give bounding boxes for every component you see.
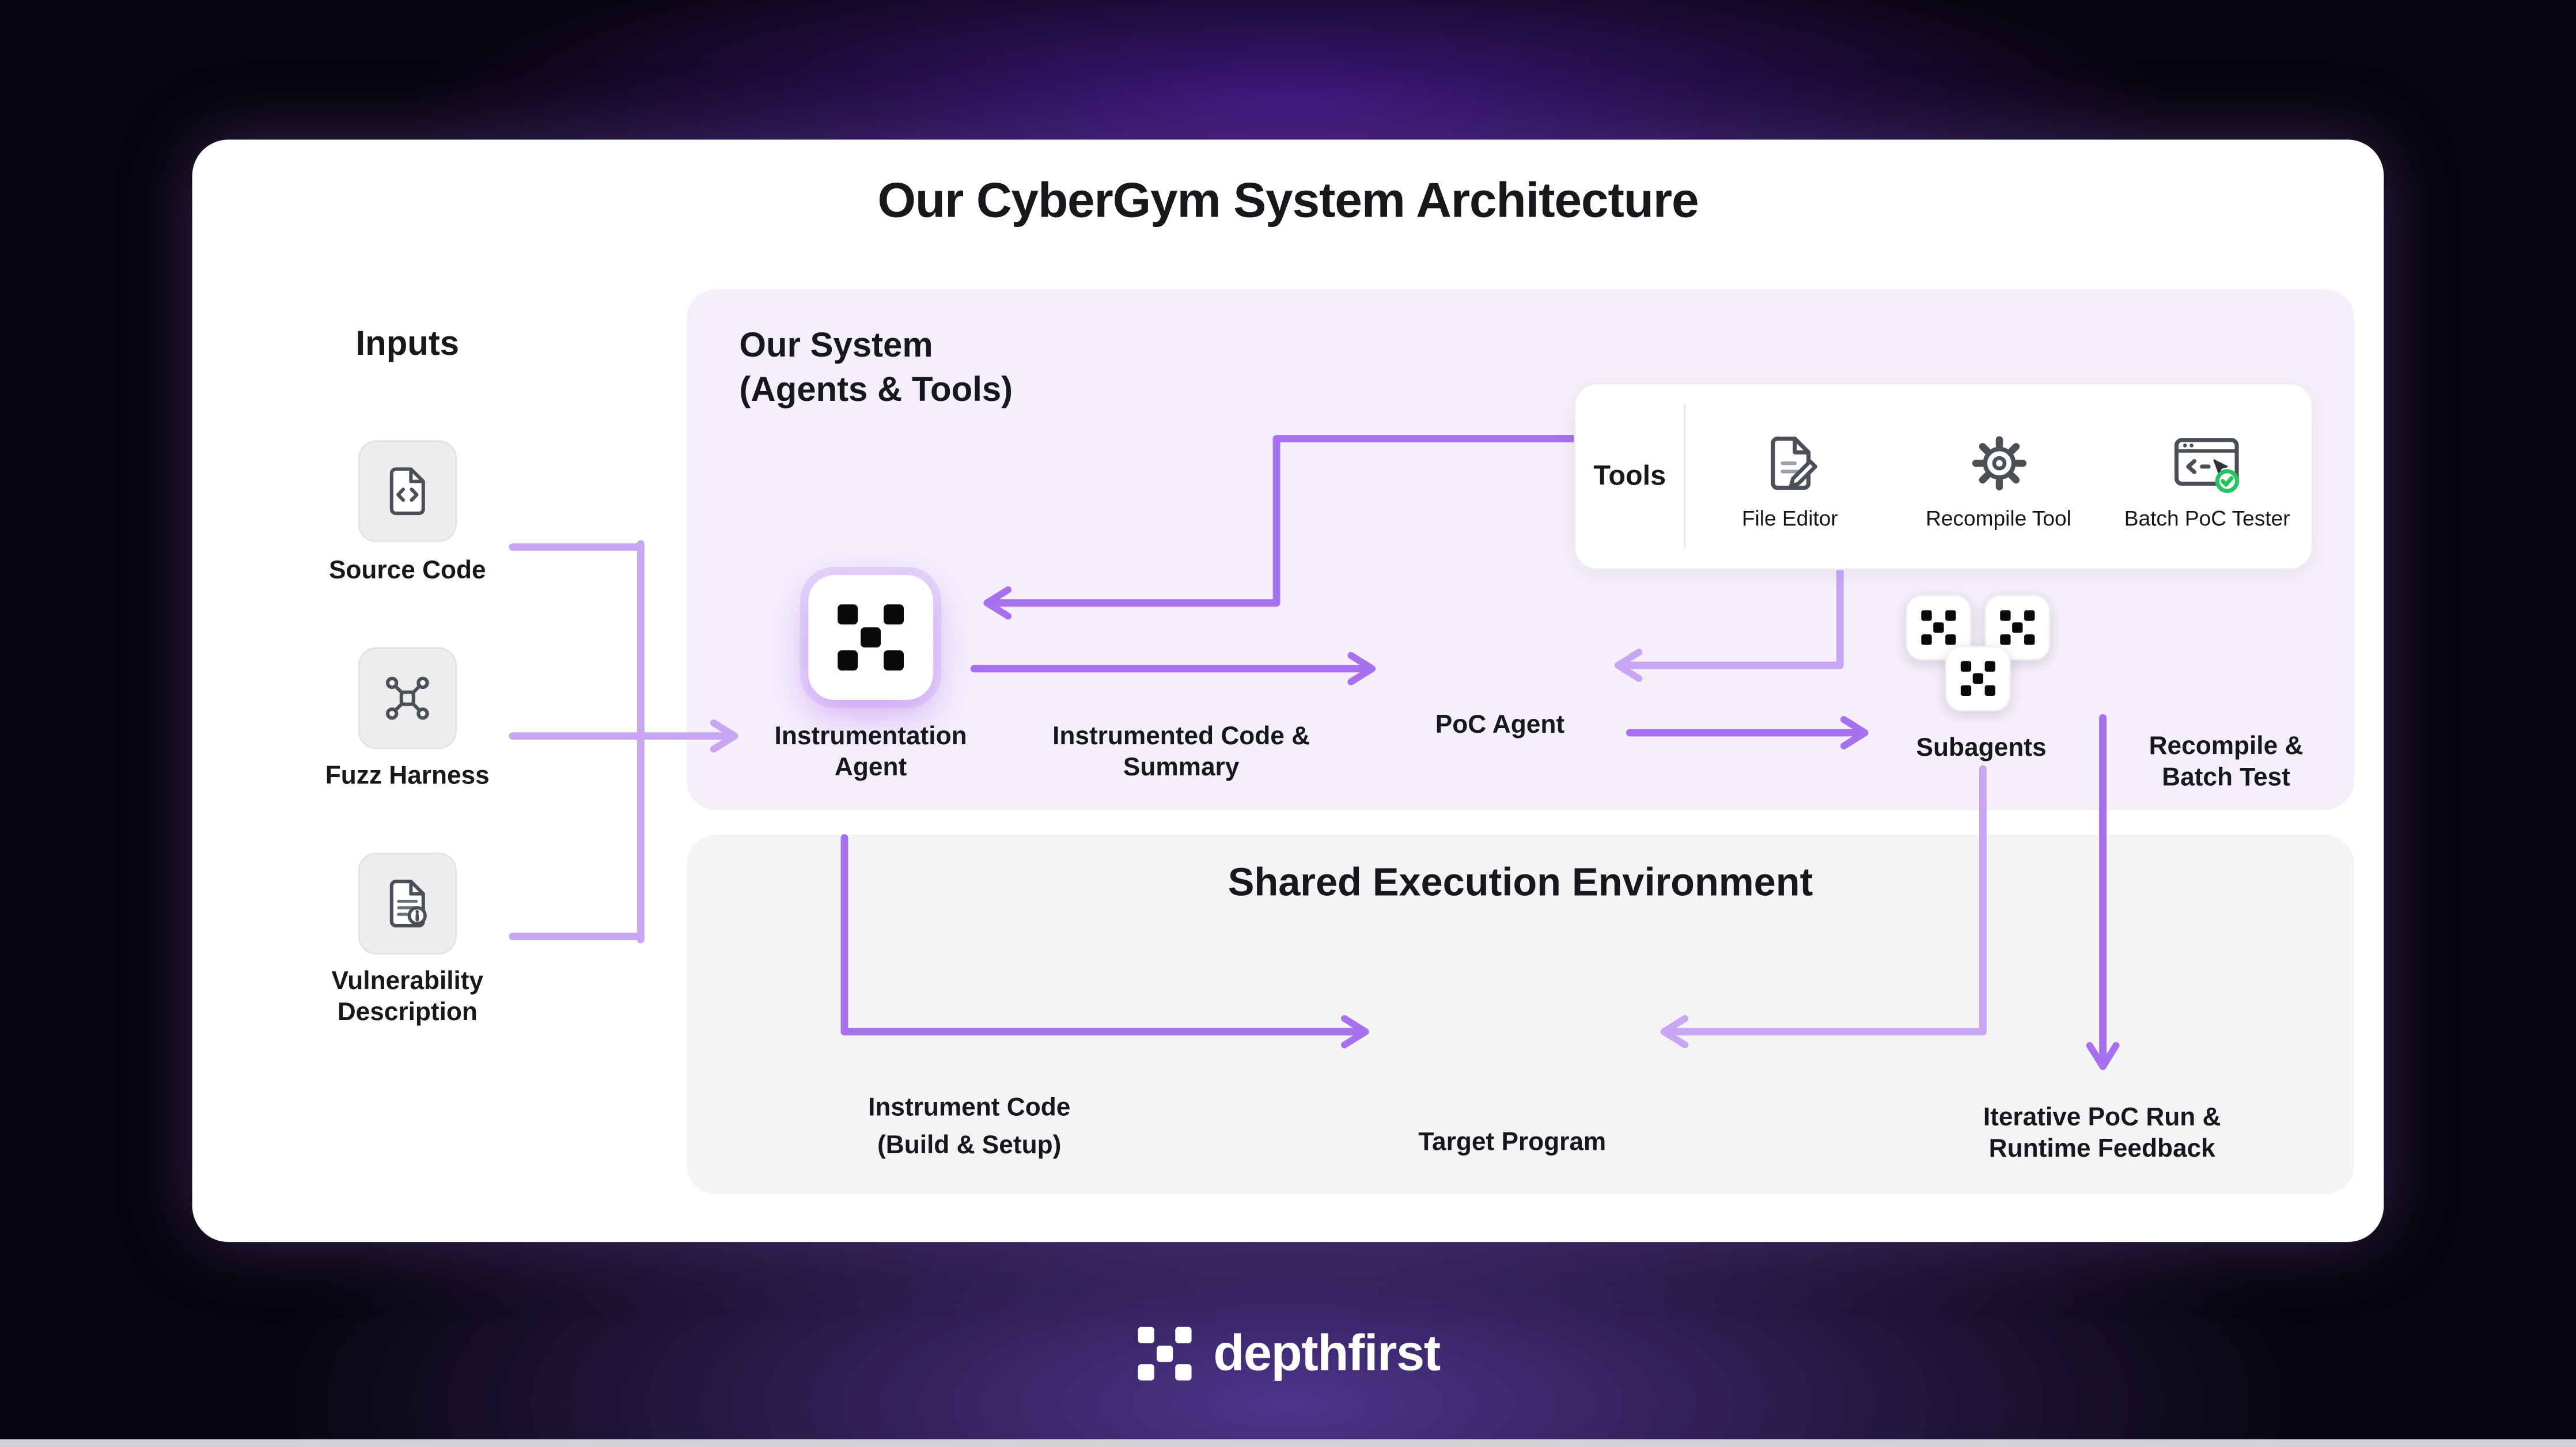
instrumentation-agent-node — [808, 575, 933, 700]
recompile-gear-icon — [1971, 435, 2026, 490]
vulnerability-tile — [358, 853, 457, 955]
fuzz-harness-label: Fuzz Harness — [325, 762, 490, 790]
vulnerability-label: Vulnerability Description — [331, 967, 484, 1027]
vulnerability-doc-icon — [389, 880, 427, 928]
fuzz-harness-tile — [358, 647, 457, 749]
subagent-node-3 — [1945, 645, 2011, 711]
batch-poc-tester-icon — [2173, 437, 2238, 493]
tools-divider — [1684, 404, 1686, 549]
tools-title: Tools — [1593, 460, 1666, 491]
page-title: Our CyberGym System Architecture — [877, 174, 1699, 229]
recompile-batch-edge-label: Recompile & Batch Test — [2149, 733, 2304, 792]
subagents-label: Subagents — [1916, 734, 2047, 763]
depthfirst-pixel-logo-icon — [1960, 661, 1995, 696]
code-file-icon — [389, 467, 425, 516]
depthfirst-pixel-logo-icon — [1137, 1327, 1191, 1381]
depthfirst-pixel-logo-icon — [838, 604, 904, 671]
source-code-tile — [358, 440, 457, 543]
brand-name: depthfirst — [1213, 1324, 1441, 1382]
poc-agent-label: PoC Agent — [1435, 711, 1565, 740]
tool-file-editor-label: File Editor — [1741, 505, 1838, 530]
tool-recompile: Recompile Tool — [1894, 384, 2103, 568]
iterative-poc-edge-label: Iterative PoC Run & Runtime Feedback — [1983, 1104, 2221, 1164]
fuzz-harness-icon — [385, 676, 429, 720]
depthfirst-pixel-logo-icon — [2000, 610, 2035, 645]
tool-file-editor: File Editor — [1685, 384, 1894, 568]
execution-panel-heading: Shared Execution Environment — [1228, 861, 1813, 906]
target-program-label: Target Program — [1418, 1128, 1607, 1157]
file-editor-icon — [1770, 435, 1817, 490]
tool-recompile-label: Recompile Tool — [1926, 505, 2071, 530]
inputs-heading: Inputs — [355, 325, 460, 363]
instrumentation-agent-label: Instrumentation Agent — [774, 722, 967, 782]
instrumented-code-edge-label: Instrumented Code & Summary — [1052, 722, 1310, 782]
tool-batch-poc-tester: Batch PoC Tester — [2103, 384, 2312, 568]
system-panel-heading: Our System (Agents & Tools) — [739, 327, 1013, 410]
brand-footer: depthfirst — [0, 1324, 2576, 1384]
tools-box: Tools File Editor R — [1574, 382, 2313, 570]
depthfirst-pixel-logo-icon — [1921, 610, 1956, 645]
instrument-code-edge-label: Instrument Code (Build & Setup) — [868, 1094, 1071, 1160]
source-code-label: Source Code — [328, 556, 486, 585]
bottom-edge-strip — [0, 1439, 2576, 1447]
tool-batch-poc-tester-label: Batch PoC Tester — [2124, 505, 2290, 530]
